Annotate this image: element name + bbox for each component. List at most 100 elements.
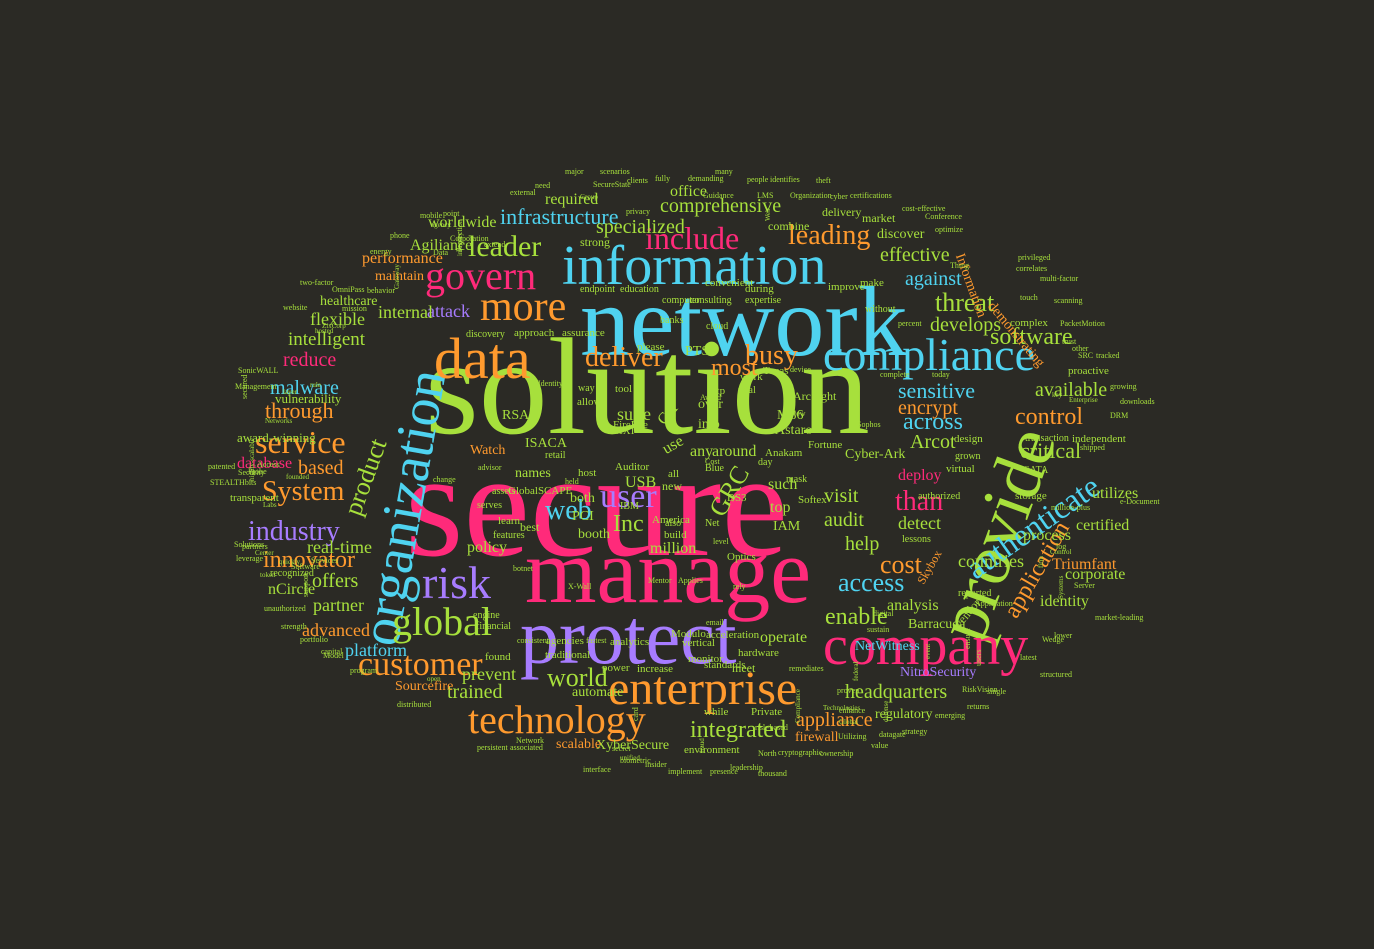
word-please: please [637, 341, 665, 353]
word-host: host [578, 467, 597, 479]
word-reported: reported [958, 588, 992, 599]
word-innovator: innovator [263, 547, 355, 573]
word-engine: engine [473, 610, 500, 621]
word-arcsight: ArcSight [793, 389, 837, 403]
word-astaro: Astaro [775, 423, 813, 438]
word-proactive: proactive [1068, 365, 1109, 377]
word-users: users [974, 649, 983, 666]
word-against: against [905, 268, 962, 290]
word-growing: growing [1110, 382, 1137, 391]
word-latest: latest [1020, 653, 1037, 662]
word-rely: rely [733, 582, 746, 591]
word-watch: Watch [470, 443, 506, 458]
word-major: major [565, 167, 584, 176]
word-x-wall: X-Wall [568, 582, 592, 591]
word-operate: operate [760, 629, 808, 646]
word-analytics: analytics [610, 636, 650, 648]
word-control: Control [1050, 548, 1072, 556]
word-names: names [515, 466, 551, 481]
word-transparent: transparent [230, 492, 279, 504]
word-north: North [758, 749, 777, 758]
word-features: features [493, 530, 525, 541]
word-more: more [480, 284, 567, 330]
word-endpoint: endpoint [580, 284, 615, 295]
word-visit: visit [824, 485, 859, 507]
word-new: new [662, 479, 682, 493]
word-than: than [895, 486, 944, 517]
word-company: company [823, 615, 1029, 677]
word-award-winning: award-winning [237, 430, 316, 445]
word-flexible: flexible [310, 309, 365, 329]
word-sustain: sustain [867, 625, 890, 634]
word-market-leading: market-leading [1095, 613, 1144, 622]
word-website: website [283, 303, 308, 312]
word-presence: presence [710, 767, 738, 776]
word-data: Data [433, 248, 449, 257]
word-office: office [670, 183, 708, 200]
word-point: point [443, 209, 460, 218]
word-scanning: scanning [1054, 296, 1083, 305]
word-labs: Labs [263, 501, 277, 509]
word-lessons: lessons [902, 534, 931, 545]
word-unauthorized: unauthorized [264, 604, 306, 613]
word-authorized: authorized [918, 491, 961, 502]
word-thousand: thousand [758, 769, 787, 778]
word-structured: structured [1040, 670, 1072, 679]
word-malware: malware [270, 377, 339, 399]
word-layer: layer [283, 388, 297, 396]
word-isaca: ISACA [525, 436, 568, 451]
word-texas: Texas [763, 365, 789, 377]
word-held: held [565, 477, 579, 486]
word-mxi: MXI [613, 425, 635, 437]
word-tool: tool [615, 383, 633, 395]
word-datagate: datagate [879, 730, 906, 739]
word-total: total [738, 385, 756, 396]
word-inc: Inc [613, 511, 644, 537]
word-transaction: transaction [1025, 433, 1069, 444]
word-organization: Organization [790, 191, 832, 200]
word-card: card [631, 707, 640, 721]
word-appliance: appliance [796, 709, 873, 731]
word-systems: Systems [1057, 575, 1065, 599]
word-enterprise: enterprise [608, 662, 798, 715]
word-grown: grown [955, 451, 981, 462]
word-leading: leading [788, 220, 871, 251]
word-security: Security [238, 468, 265, 477]
word-demanding: demanding [688, 174, 724, 183]
word-agencies: agencies [546, 635, 584, 647]
word-ownership: ownership [820, 749, 854, 758]
word-utilizes: utilizes [1092, 485, 1139, 502]
word-correlates: correlates [1016, 264, 1048, 273]
word-access: access [838, 568, 905, 597]
word-countries: countries [958, 551, 1024, 571]
word-change: change [433, 475, 456, 484]
word-cyber-ark: Cyber-Ark [845, 447, 906, 462]
word-information: information [562, 235, 827, 297]
word-analysis: analysis [887, 597, 939, 614]
word-probe: Probe [248, 467, 267, 476]
word-rsa: RSA [502, 408, 530, 423]
word-recognized: recognized [270, 568, 314, 579]
word-learn: learn [498, 515, 520, 527]
word-around: around [712, 443, 757, 460]
word-reduce: reduce [283, 349, 337, 371]
word-energy: energy [370, 247, 392, 256]
word-event: event [924, 643, 932, 659]
word-leader: leader [468, 230, 542, 263]
word-nitrosecurity: NitroSecurity [900, 665, 977, 680]
word-required: required [545, 191, 599, 208]
word-fully: fully [655, 174, 671, 183]
word-optics: Optics [727, 551, 756, 563]
word-remediates: remediates [789, 664, 824, 673]
word-without: without [865, 304, 896, 315]
word-data: data [434, 326, 531, 391]
word-trained: trained [447, 681, 503, 703]
word-combine: combine [768, 219, 810, 233]
word-independent: independent [1072, 433, 1126, 445]
word-two-factor: two-factor [300, 278, 334, 287]
word-ncircle: nCircle [268, 581, 316, 598]
word-solution: solution [425, 310, 870, 463]
word-returns: returns [967, 702, 990, 711]
word-access: Access [257, 460, 280, 469]
